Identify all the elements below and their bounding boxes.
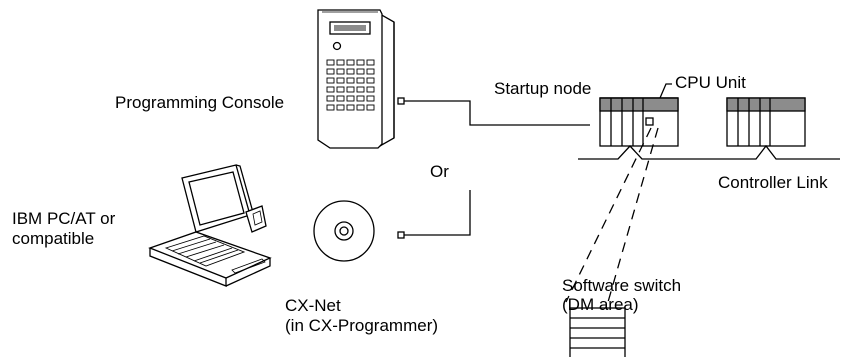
software-switch-label-line2: (DM area)	[562, 295, 639, 314]
programming-console-icon	[317, 9, 395, 149]
controller-link-label: Controller Link	[718, 173, 828, 192]
cx-net-label-line1: CX-Net	[285, 296, 341, 315]
dm-area-dashed-lines	[565, 127, 659, 303]
ibm-pc-label-line2: compatible	[12, 229, 95, 248]
console-cable	[404, 100, 590, 126]
startup-node-plc	[599, 97, 679, 147]
startup-node-label: Startup node	[494, 79, 592, 98]
console-connector	[397, 97, 405, 105]
or-label: Or	[430, 162, 449, 181]
controller-link-line	[578, 144, 840, 160]
cpu-unit-port	[645, 117, 654, 126]
second-node-plc	[726, 97, 806, 147]
cpu-unit-leader	[659, 83, 672, 99]
laptop-icon	[148, 164, 272, 287]
ibm-pc-label-line1: IBM PC/AT or	[12, 209, 116, 228]
software-switch-label-line1: Software switch	[562, 276, 682, 295]
cd-connector	[397, 231, 405, 239]
dm-area-stack	[569, 307, 626, 357]
cd-cable	[404, 190, 471, 236]
cx-net-label-line2: (in CX-Programmer)	[285, 316, 439, 335]
programming-console-label: Programming Console	[115, 93, 285, 112]
cpu-unit-label: CPU Unit	[675, 73, 746, 92]
cd-icon	[313, 200, 375, 262]
